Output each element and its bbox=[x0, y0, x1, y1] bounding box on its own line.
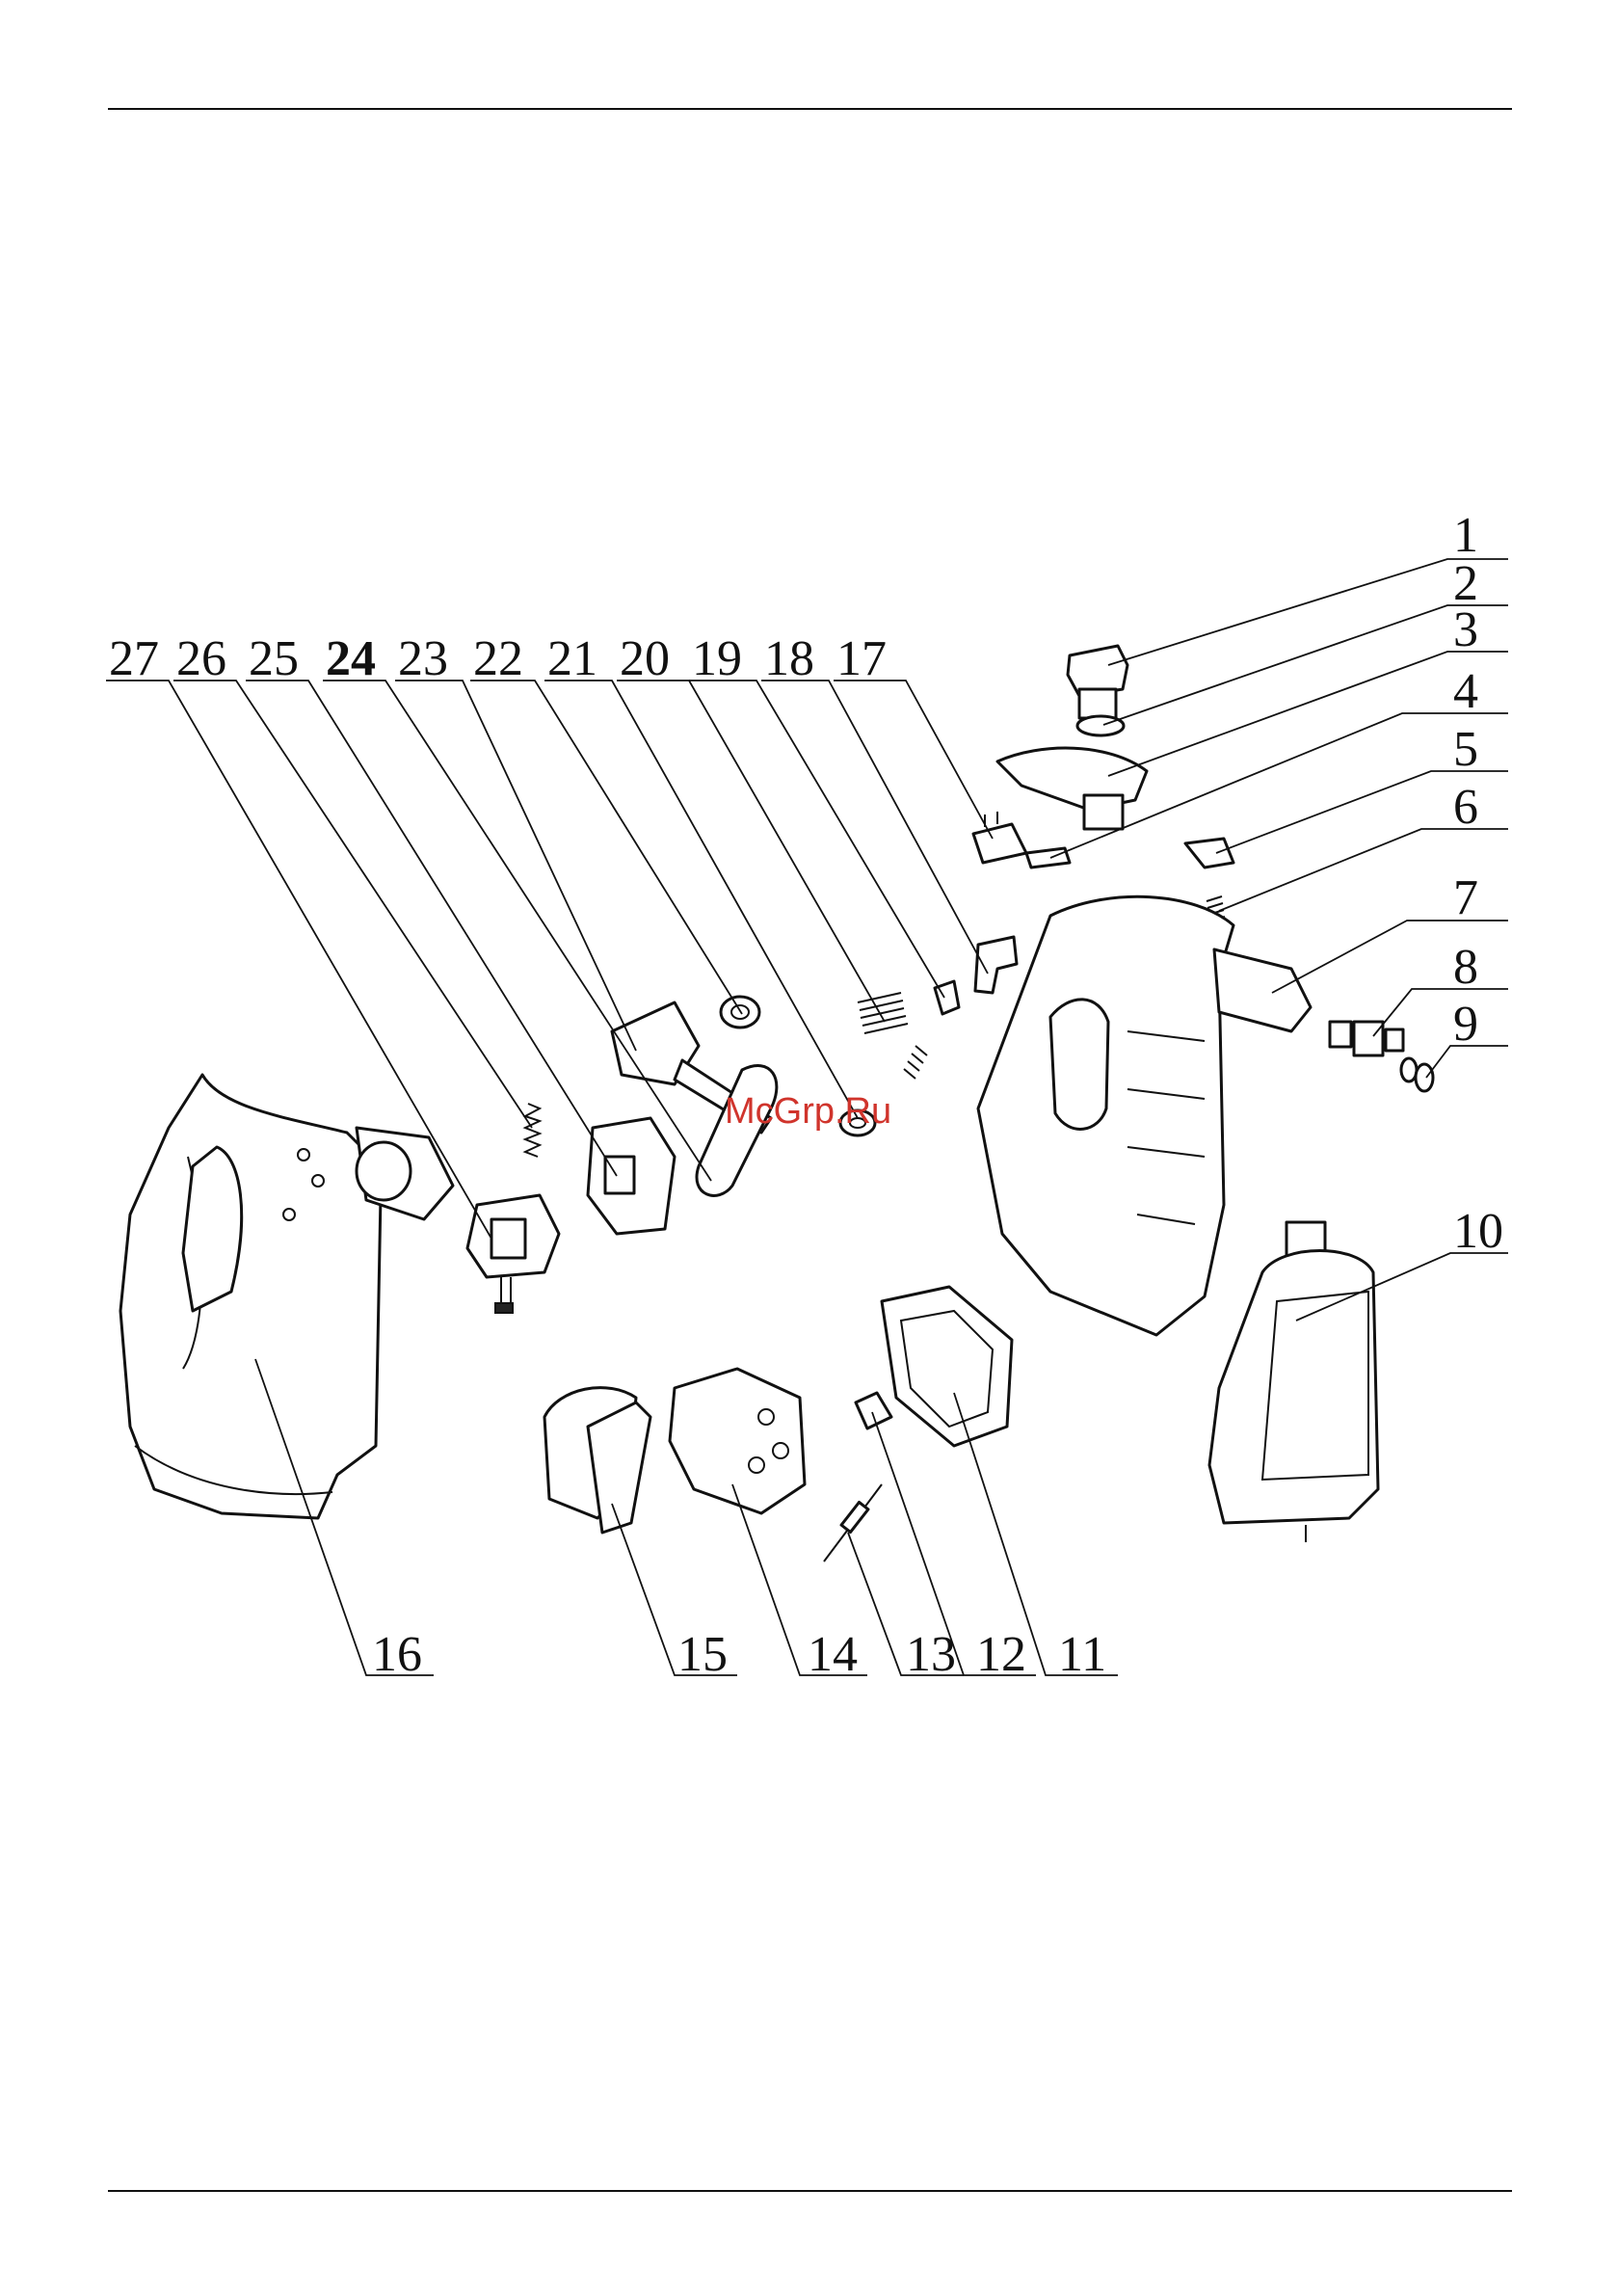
callout-1: 1 bbox=[1453, 508, 1478, 563]
part-13-fuse bbox=[824, 1484, 882, 1562]
part-27-valve bbox=[467, 1195, 559, 1313]
callout-4: 4 bbox=[1453, 664, 1478, 719]
callout-27: 27 bbox=[109, 631, 159, 686]
callout-16: 16 bbox=[372, 1627, 422, 1682]
part-18-bracket bbox=[975, 937, 1017, 993]
callout-13: 13 bbox=[906, 1627, 956, 1682]
part-26-spring bbox=[525, 1104, 540, 1157]
callout-23: 23 bbox=[398, 631, 448, 686]
callout-22: 22 bbox=[473, 631, 523, 686]
callout-17: 17 bbox=[836, 631, 887, 686]
part-5-latch bbox=[1185, 839, 1233, 868]
part-11-pump-frame bbox=[882, 1287, 1012, 1446]
part-1-knob bbox=[1068, 646, 1127, 718]
callout-6: 6 bbox=[1453, 780, 1478, 835]
watermark-text: McGrp.Ru bbox=[725, 1091, 891, 1132]
callout-12: 12 bbox=[976, 1627, 1026, 1682]
part-20-spring bbox=[858, 993, 927, 1079]
callout-14: 14 bbox=[808, 1627, 858, 1682]
part-10-water-tank bbox=[1209, 1222, 1378, 1542]
callout-25: 25 bbox=[249, 631, 299, 686]
part-16-handle bbox=[120, 1075, 453, 1518]
callout-11: 11 bbox=[1058, 1627, 1106, 1682]
part-15-shroud bbox=[544, 1388, 650, 1533]
callout-7: 7 bbox=[1453, 870, 1478, 925]
callout-8: 8 bbox=[1453, 940, 1478, 995]
callout-20: 20 bbox=[620, 631, 670, 686]
part-2-o-ring bbox=[1077, 716, 1124, 735]
part-3-top-cover bbox=[997, 748, 1147, 829]
callout-18: 18 bbox=[764, 631, 814, 686]
callout-10: 10 bbox=[1453, 1204, 1503, 1259]
callout-9: 9 bbox=[1453, 997, 1478, 1052]
part-14-pump-motor bbox=[670, 1369, 805, 1513]
part-8-fitting bbox=[1330, 1022, 1403, 1055]
callout-21: 21 bbox=[547, 631, 597, 686]
part-7-main-housing bbox=[978, 896, 1311, 1335]
part-4-clip bbox=[1026, 848, 1070, 868]
callout-15: 15 bbox=[677, 1627, 728, 1682]
callout-19: 19 bbox=[692, 631, 742, 686]
callout-5: 5 bbox=[1453, 722, 1478, 777]
callout-24: 24 bbox=[326, 631, 376, 686]
part-25-pump-cover bbox=[588, 1118, 675, 1234]
part-12-bracket bbox=[856, 1393, 891, 1428]
callout-3: 3 bbox=[1453, 602, 1478, 657]
callout-26: 26 bbox=[176, 631, 226, 686]
